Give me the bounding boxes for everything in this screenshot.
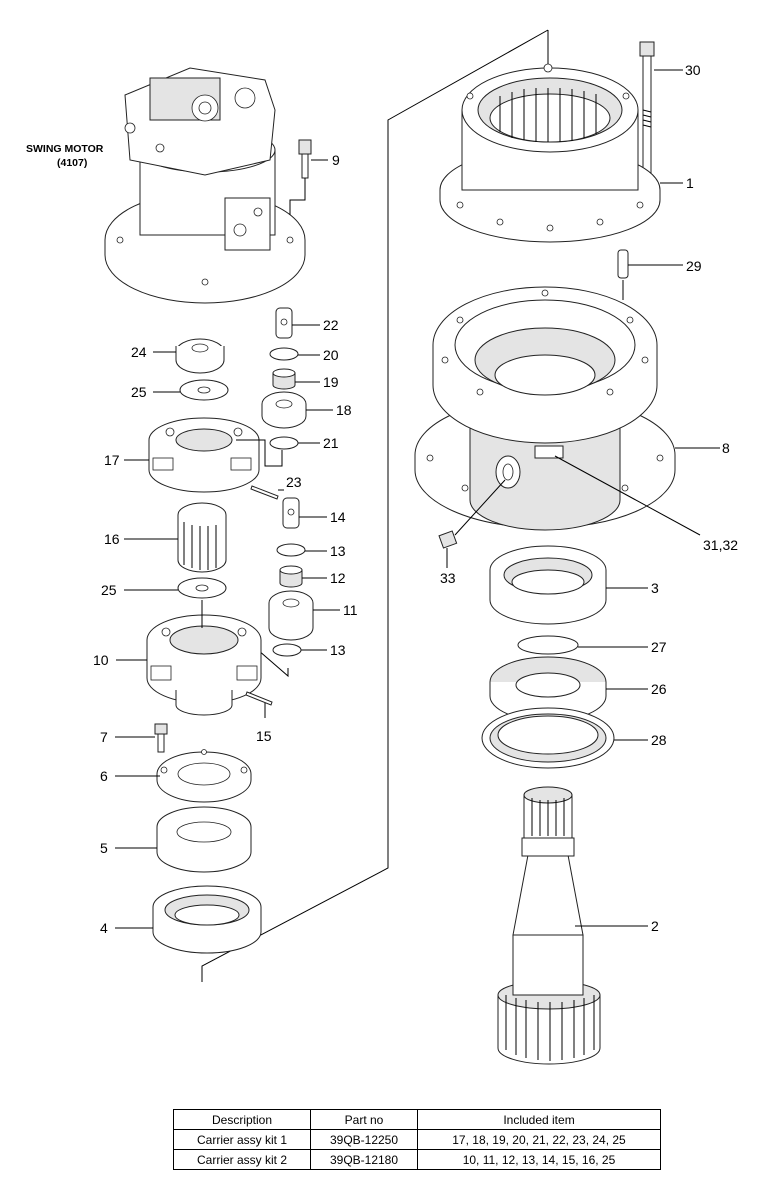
callout-8: 8 <box>722 440 730 456</box>
table-row: Carrier assy kit 1 39QB-12250 17, 18, 19… <box>173 1129 661 1150</box>
callout-28: 28 <box>651 732 667 748</box>
part-13-washer-upper <box>276 543 306 557</box>
part-18-planet-gear <box>261 391 307 429</box>
table-header-row: Description Part no Included item <box>173 1109 661 1130</box>
part-21-washer <box>269 436 299 450</box>
part-17-carrier <box>148 417 260 493</box>
callout-13-lower: 13 <box>330 642 346 658</box>
swing-motor <box>104 67 306 304</box>
callout-25-upper: 25 <box>131 384 147 400</box>
callout-14: 14 <box>330 509 346 525</box>
column-header-part-no: Part no <box>310 1109 418 1130</box>
swing-motor-caption-line1: SWING MOTOR <box>26 143 104 155</box>
part-6-plate <box>156 749 252 803</box>
carrier-kit-table: Description Part no Included item Carrie… <box>173 1109 661 1170</box>
column-header-description: Description <box>173 1109 311 1130</box>
part-22-pin <box>275 307 293 339</box>
callout-21: 21 <box>323 435 339 451</box>
part-3-roller-bearing <box>489 545 607 625</box>
part-28-seal <box>481 707 615 769</box>
section-divider-line <box>201 29 549 982</box>
part-25-thrust-washer-upper <box>179 379 229 401</box>
kit-description: Carrier assy kit 2 <box>173 1149 311 1170</box>
callout-26: 26 <box>651 681 667 697</box>
part-25-thrust-washer-lower <box>177 577 227 599</box>
callout-27: 27 <box>651 639 667 655</box>
part-30-long-bolt <box>639 41 655 177</box>
callout-29: 29 <box>686 258 702 274</box>
callout-9: 9 <box>332 152 340 168</box>
callout-6: 6 <box>100 768 108 784</box>
kit-part-no: 39QB-12250 <box>310 1129 418 1150</box>
part-33-plug <box>438 530 458 549</box>
part-23-spring-pin <box>250 485 279 500</box>
callout-12: 12 <box>330 570 346 586</box>
part-15-spring-pin <box>245 691 273 706</box>
callout-24: 24 <box>131 344 147 360</box>
kit-part-no: 39QB-12180 <box>310 1149 418 1170</box>
callout-3: 3 <box>651 580 659 596</box>
column-header-included-item: Included item <box>417 1109 661 1130</box>
callout-7: 7 <box>100 729 108 745</box>
part-11-planet-gear <box>268 590 314 641</box>
part-10-carrier <box>146 614 262 716</box>
callout-4: 4 <box>100 920 108 936</box>
callout-17: 17 <box>104 452 120 468</box>
callout-23: 23 <box>286 474 302 490</box>
kit-description: Carrier assy kit 1 <box>173 1129 311 1150</box>
kit-included-items: 10, 11, 12, 13, 14, 15, 16, 25 <box>417 1149 661 1170</box>
callout-13-upper: 13 <box>330 543 346 559</box>
part-4-roller-bearing <box>152 885 262 954</box>
callout-20: 20 <box>323 347 339 363</box>
callout-30: 30 <box>685 62 701 78</box>
part-13-washer-lower <box>272 643 302 657</box>
table-row: Carrier assy kit 2 39QB-12180 10, 11, 12… <box>173 1149 661 1170</box>
part-19-needle-bearing <box>272 368 296 390</box>
callout-11: 11 <box>343 602 358 618</box>
callout-10: 10 <box>93 652 109 668</box>
callout-22: 22 <box>323 317 339 333</box>
part-9-bolt <box>298 139 312 179</box>
callout-16: 16 <box>104 531 120 547</box>
part-12-needle-bearing <box>279 565 303 588</box>
part-24-planet-gear <box>175 338 225 374</box>
part-1-ring-gear-housing <box>439 63 661 243</box>
part-29-pin <box>617 249 629 279</box>
callout-33: 33 <box>440 570 456 586</box>
part-16-sun-gear <box>177 502 227 573</box>
callout-2: 2 <box>651 918 659 934</box>
callout-18: 18 <box>336 402 352 418</box>
callout-1: 1 <box>686 175 694 191</box>
part-7-bolt <box>154 723 168 753</box>
part-2-pinion-shaft <box>497 786 601 1065</box>
callout-5: 5 <box>100 840 108 856</box>
part-5-spacer <box>156 806 252 873</box>
callout-19: 19 <box>323 374 339 390</box>
part-14-pin <box>282 497 300 529</box>
callout-31-32: 31,32 <box>703 537 738 553</box>
callout-15: 15 <box>256 728 272 744</box>
part-8-housing <box>414 286 676 531</box>
kit-included-items: 17, 18, 19, 20, 21, 22, 23, 24, 25 <box>417 1129 661 1150</box>
part-20-washer <box>269 347 299 361</box>
part-27-o-ring <box>517 635 579 655</box>
swing-motor-caption-line2: (4107) <box>57 157 87 169</box>
callout-25-lower: 25 <box>101 582 117 598</box>
